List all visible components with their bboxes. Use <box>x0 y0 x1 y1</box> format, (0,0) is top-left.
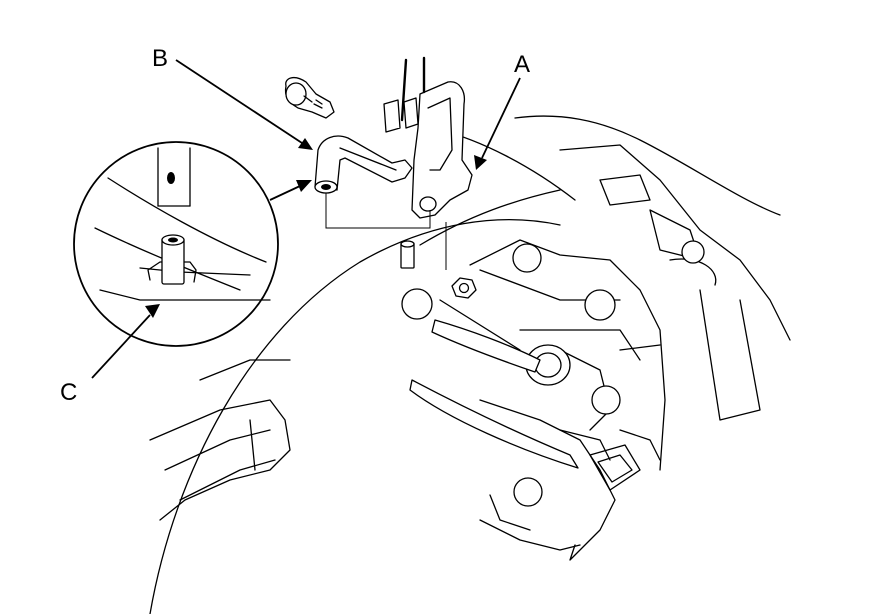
breather-tube <box>314 135 413 194</box>
pipe-stub <box>400 240 415 269</box>
bolt <box>284 76 335 119</box>
callout-label-a: A <box>514 51 530 78</box>
bracket <box>383 56 473 219</box>
transmission-housing <box>149 115 791 614</box>
callout-label-b: B <box>152 45 168 72</box>
callout-label-c: C <box>60 379 77 406</box>
nut <box>451 277 477 299</box>
alignment-lines <box>325 193 447 270</box>
callout-arrows <box>175 59 521 201</box>
detail-magnifier <box>73 141 279 379</box>
